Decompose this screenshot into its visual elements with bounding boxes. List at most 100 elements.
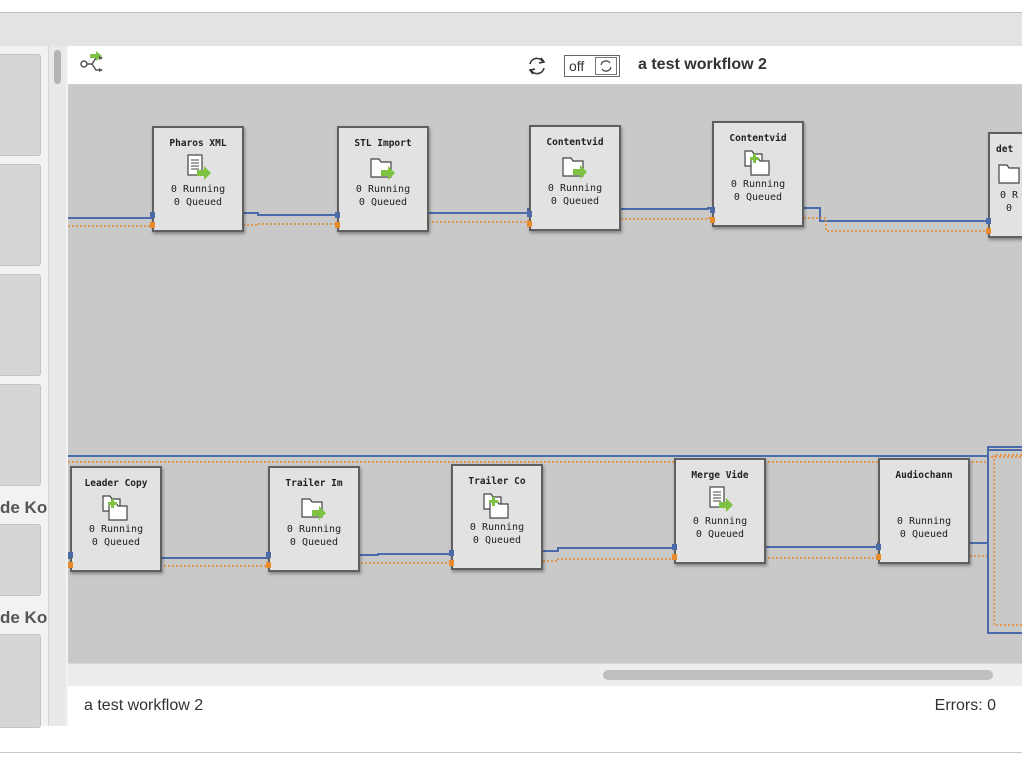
- node-running: 0 R: [1000, 190, 1019, 201]
- node-icon-spacer: [880, 481, 968, 515]
- node-title: Trailer Im: [285, 478, 343, 489]
- canvas-horizontal-scrollbar[interactable]: [68, 663, 1022, 686]
- document-arrow-icon: [709, 486, 733, 512]
- refresh-icon[interactable]: [526, 55, 548, 77]
- output-port[interactable]: [150, 222, 155, 228]
- node-running: 0 Running: [730, 179, 786, 190]
- folder-copy-icon: [744, 150, 770, 176]
- node-title: Contentvid: [729, 133, 787, 144]
- node-title: Trailer Co: [468, 476, 526, 487]
- node-running: 0 Running: [286, 524, 342, 535]
- folder-arrow-icon: [370, 158, 395, 180]
- input-port[interactable]: [876, 544, 881, 550]
- node-queued: 0 Queued: [550, 196, 600, 207]
- folder-arrow-icon: [301, 498, 326, 520]
- node-queued: 0 Queued: [91, 537, 141, 548]
- sidebar-card[interactable]: [0, 54, 41, 156]
- connector-blue: [987, 446, 1022, 634]
- folder-copy-icon: [483, 493, 509, 519]
- output-port[interactable]: [876, 554, 881, 560]
- workflow-title: a test workflow 2: [638, 56, 767, 73]
- node-queued: 0: [1006, 203, 1013, 214]
- status-workflow-name: a test workflow 2: [84, 697, 204, 714]
- scrollbar-thumb[interactable]: [603, 670, 993, 680]
- node-title: Leader Copy: [84, 478, 148, 489]
- sidebar-card[interactable]: [0, 274, 41, 376]
- input-port[interactable]: [449, 550, 454, 556]
- sidebar-scrollbar[interactable]: [48, 46, 66, 726]
- node-title: STL Import: [354, 138, 412, 149]
- input-port[interactable]: [150, 212, 155, 218]
- input-port[interactable]: [266, 552, 271, 558]
- output-port[interactable]: [986, 228, 991, 234]
- node-running: 0 Running: [896, 516, 952, 527]
- workflow-node[interactable]: Contentvid 0 Running 0 Queued: [710, 121, 804, 227]
- window-bottom-edge: [0, 752, 1022, 768]
- output-port[interactable]: [449, 560, 454, 566]
- output-port[interactable]: [710, 217, 715, 223]
- connector-blue: [68, 449, 1022, 457]
- workflow-node[interactable]: Leader Copy 0 Running 0 Queued: [68, 466, 162, 572]
- sidebar-card[interactable]: [0, 164, 41, 266]
- sidebar-card[interactable]: [0, 634, 41, 728]
- input-port[interactable]: [527, 211, 532, 217]
- node-running: 0 Running: [692, 516, 748, 527]
- workflow-node[interactable]: Merge Vide 0 Running 0 Queued: [672, 458, 766, 564]
- node-queued: 0 Queued: [733, 192, 783, 203]
- document-arrow-icon: [187, 154, 211, 180]
- output-port[interactable]: [266, 562, 271, 568]
- workflow-node[interactable]: STL Import 0 Running 0 Queued: [335, 126, 429, 232]
- node-running: 0 Running: [88, 524, 144, 535]
- window-top-bar: [0, 12, 1022, 47]
- input-port[interactable]: [710, 207, 715, 213]
- node-title: Audiochann: [895, 470, 953, 481]
- workflow-branch-icon[interactable]: [78, 50, 106, 78]
- node-title: Pharos XML: [169, 138, 227, 149]
- auto-refresh-icon: [595, 57, 617, 75]
- workflow-node[interactable]: Trailer Im 0 Running 0 Queued: [266, 466, 360, 572]
- node-queued: 0 Queued: [472, 535, 522, 546]
- workflow-panel: off a test workflow 2: [68, 46, 1022, 726]
- node-running: 0 Running: [170, 184, 226, 195]
- workflow-node[interactable]: Contentvid 0 Running 0 Queued: [527, 125, 621, 231]
- output-port[interactable]: [527, 221, 532, 227]
- input-port[interactable]: [672, 544, 677, 550]
- workflow-canvas[interactable]: Pharos XML 0 Running 0 Queued STL Import: [68, 85, 1022, 663]
- node-queued: 0 Queued: [173, 197, 223, 208]
- node-queued: 0 Queued: [695, 529, 745, 540]
- node-running: 0 Running: [547, 183, 603, 194]
- node-queued: 0 Queued: [899, 529, 949, 540]
- status-errors: Errors: 0: [934, 697, 996, 714]
- folder-arrow-icon: [562, 157, 587, 179]
- workflow-node[interactable]: Pharos XML 0 Running 0 Queued: [150, 126, 244, 232]
- auto-refresh-label: off: [569, 58, 585, 74]
- connector-orange: [993, 454, 1022, 626]
- status-bar: a test workflow 2 Errors: 0: [68, 686, 1022, 726]
- node-title: Merge Vide: [691, 470, 749, 481]
- workflow-node[interactable]: Audiochann 0 Running 0 Queued: [876, 458, 970, 564]
- auto-refresh-toggle[interactable]: off: [564, 55, 620, 77]
- sidebar-scrollbar-thumb[interactable]: [54, 50, 61, 84]
- input-port[interactable]: [68, 552, 73, 558]
- sidebar-item-label[interactable]: de Ko: [0, 498, 48, 517]
- workflow-node[interactable]: det 0 R 0: [986, 132, 1022, 238]
- node-queued: 0 Queued: [289, 537, 339, 548]
- folder-icon: [998, 164, 1020, 184]
- output-port[interactable]: [68, 562, 73, 568]
- connector-orange: [68, 456, 1022, 463]
- sidebar-card[interactable]: [0, 384, 41, 486]
- output-port[interactable]: [672, 554, 677, 560]
- input-port[interactable]: [335, 212, 340, 218]
- input-port[interactable]: [986, 218, 991, 224]
- output-port[interactable]: [335, 222, 340, 228]
- sidebar-item-label[interactable]: de Ko: [0, 608, 48, 627]
- connector-orange: [68, 217, 1022, 233]
- workflow-node[interactable]: Trailer Co 0 Running 0 Queued: [449, 464, 543, 570]
- folder-copy-icon: [102, 495, 128, 521]
- node-title: Contentvid: [546, 137, 604, 148]
- node-queued: 0 Queued: [358, 197, 408, 208]
- sidebar-card[interactable]: [0, 524, 41, 596]
- workflow-toolbar: off a test workflow 2: [68, 46, 1022, 85]
- node-running: 0 Running: [469, 522, 525, 533]
